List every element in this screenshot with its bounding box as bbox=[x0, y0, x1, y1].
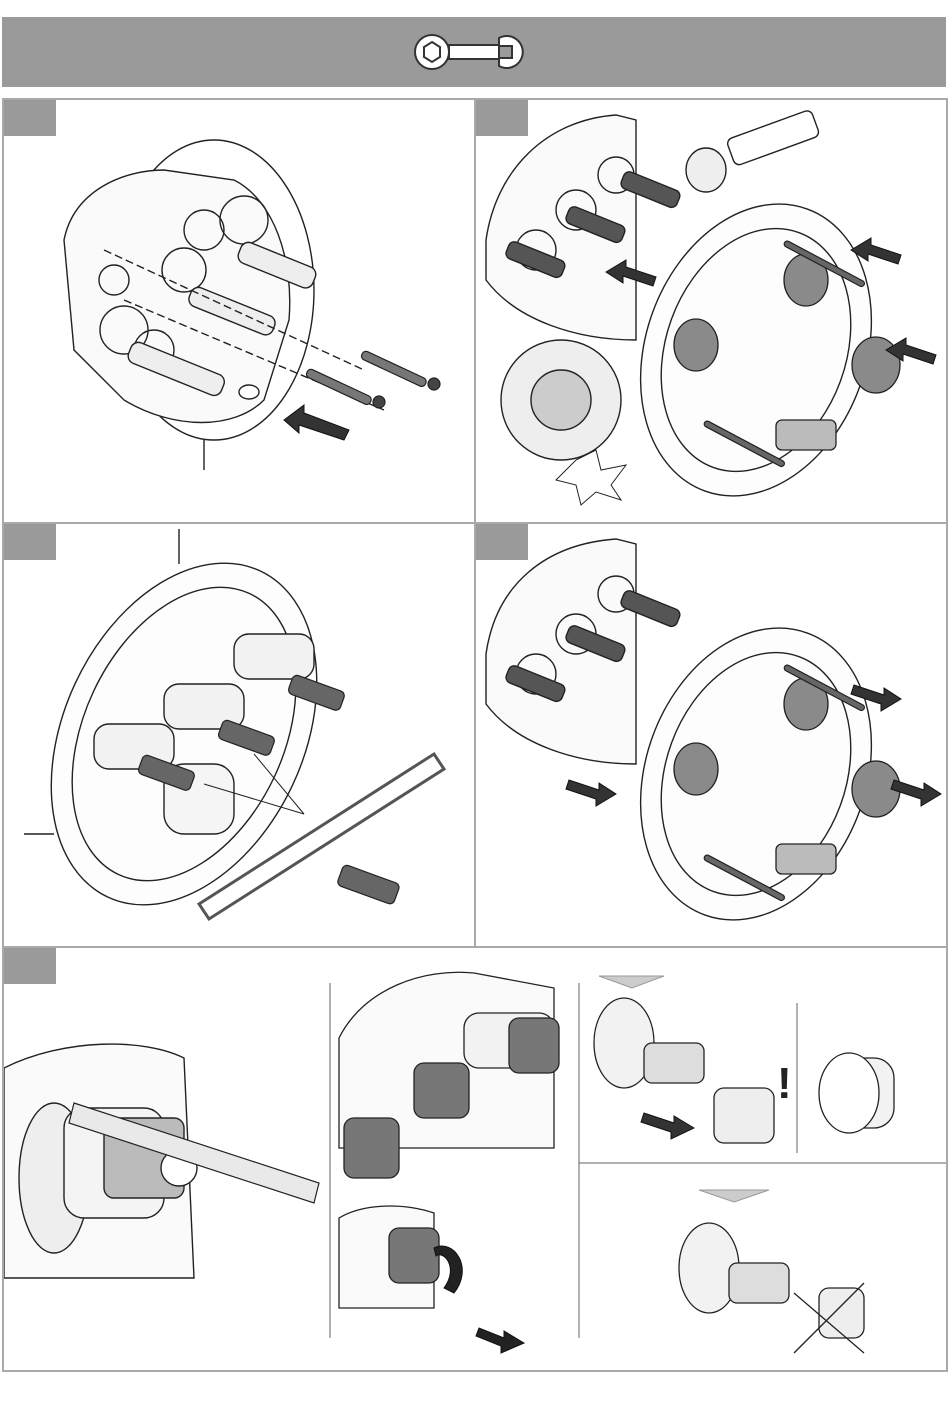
step-panel-4 bbox=[474, 522, 948, 948]
valve-body-illustration bbox=[4, 100, 474, 522]
trim-plate-illustration bbox=[476, 100, 946, 522]
warning-mark: ! bbox=[777, 1059, 792, 1108]
measure-and-adapter-illustration: ! bbox=[4, 948, 946, 1370]
step-panel-2 bbox=[474, 98, 948, 524]
step-panel-3 bbox=[2, 522, 476, 948]
cut-extension-illustration bbox=[4, 524, 474, 946]
step-panel-1 bbox=[2, 98, 476, 524]
step-panel-5: ! bbox=[2, 946, 948, 1372]
header-band bbox=[2, 17, 946, 87]
remove-plate-illustration bbox=[476, 524, 946, 946]
wrench-icon bbox=[2, 17, 946, 87]
